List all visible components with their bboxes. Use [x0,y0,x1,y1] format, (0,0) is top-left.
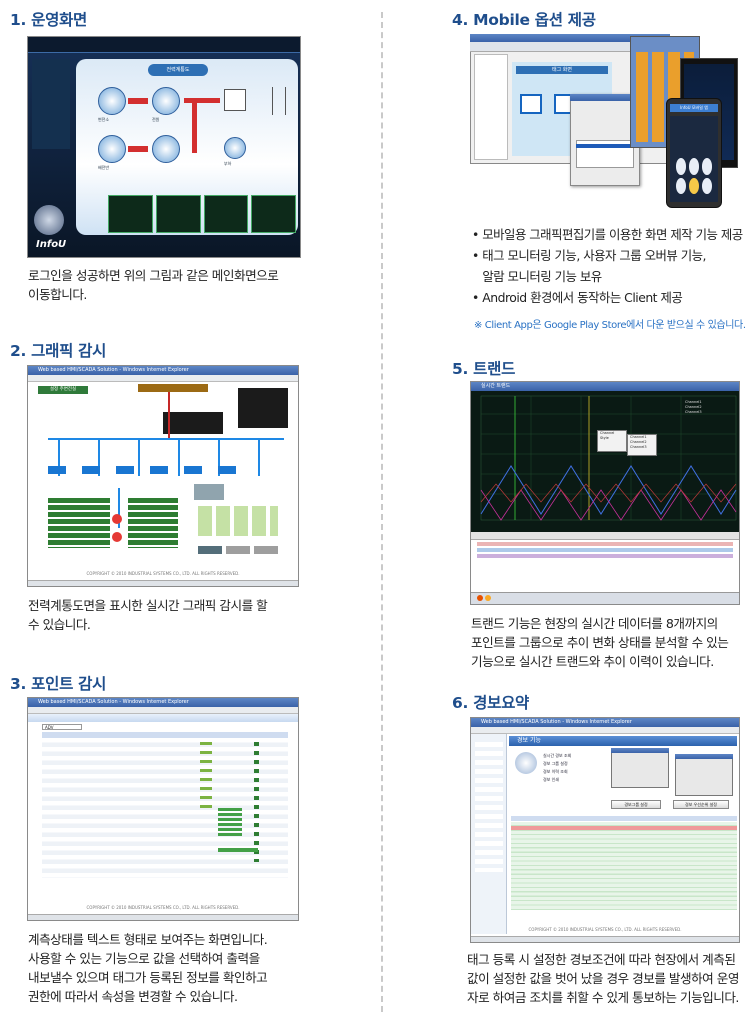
panel-title: 전력계통도 [148,64,208,76]
alarm-group-button[interactable]: 경보그룹 설정 [611,800,661,809]
section-3-description: 계측상태를 텍스트 형태로 보여주는 화면입니다. 사용할 수 있는 기능으로 … [28,930,318,1006]
filter-select[interactable]: ADV [42,724,82,730]
desc-line: 트랜드 기능은 현장의 실시간 데이터를 8개까지의 [471,616,718,631]
menu-item[interactable]: Channel1 [630,435,647,439]
section-1-description: 로그인을 성공하면 위의 그림과 같은 메인화면으로 이동합니다. [28,266,308,304]
screenshot-trend: 실시간 트랜드 Channel1 Channel2 Channel3 Chann… [470,381,740,605]
alarm-option[interactable]: 경보 이력 조회 [543,769,568,774]
alarm-option[interactable]: 경보 그룹 설정 [543,761,568,766]
mobile-window-title: 태그 화면 [516,66,608,74]
section-5-description: 트랜드 기능은 현장의 실시간 데이터를 8개까지의 포인트를 그룹으로 추이 … [471,614,753,671]
column-divider [381,12,383,1012]
window-title: Web based HMI/SCADA Solution - Windows I… [28,366,298,375]
alarm-header: 경보 기능 [509,736,737,746]
menu-item[interactable]: Channel2 [630,440,647,444]
screenshot-mobile: 태그 화면 InfoU 모바일 앱 [470,34,740,208]
section-4-bullets: • 모바일용 그래픽편집기를 이용한 화면 제작 기능 제공 • 태그 모니터링… [472,224,750,308]
graphic-title: 설정 주변전실 [38,386,88,394]
bullet-item: • Android 환경에서 동작하는 Client 제공 [472,290,683,305]
alarm-option[interactable]: 경보 인쇄 [543,777,559,782]
desc-line: 사용할 수 있는 기능으로 값을 선택하여 출력을 [28,951,260,966]
section-1-title: 1. 운영화면 [10,11,88,29]
legend-channel1: Channel1 [685,400,702,404]
label-3: 전원 [152,117,160,122]
desc-line: 전력계통도면을 표시한 실시간 그래픽 감시를 할 [28,598,268,613]
desc-line: 태그 등록 시 설정한 경보조건에 따라 현장에서 계측된 [467,952,736,967]
section-2-description: 전력계통도면을 표시한 실시간 그래픽 감시를 할 수 있습니다. [28,596,308,634]
bullet-item: • 태그 모니터링 기능, 사용자 그룹 오버뷰 기능, [472,248,706,263]
label-4: 부하 [224,161,232,166]
trend-submenu[interactable]: Channel1 Channel2 Channel3 [627,434,657,456]
desc-line: 내보낼수 있으며 태그가 등록된 정보를 확인하고 [28,970,268,985]
copyright: COPYRIGHT © 2010 INDUSTRIAL SYSTEMS CO.,… [528,927,682,932]
mobile-app-title: InfoU 모바일 앱 [670,104,718,112]
legend-channel3: Channel3 [685,410,702,414]
desc-line: 값이 설정한 값을 벗어 났을 경우 경보를 발생하여 운영 [467,971,739,986]
trend-window-title: 실시간 트랜드 [471,382,739,391]
section-6-description: 태그 등록 시 설정한 경보조건에 따라 현장에서 계측된 값이 설정한 값을 … [467,950,753,1007]
trend-context-menu[interactable]: Channel Style [597,430,627,452]
trend-graph [480,395,737,521]
alarm-option[interactable]: 실시간 경보 조회 [543,753,572,758]
menu-item[interactable]: Style [600,436,609,440]
bullet-item: 알람 모니터링 기능 보유 [472,269,602,284]
section-4-title: 4. Mobile 옵션 제공 [452,11,596,29]
desc-line: 계측상태를 텍스트 형태로 보여주는 화면입니다. [28,932,268,947]
window-title: Web based HMI/SCADA Solution - Windows I… [28,698,298,707]
desc-line: 자로 하여금 조치를 취할 수 있게 통보하는 기능입니다. [467,990,739,1005]
label-1: 변전소 [98,117,110,122]
desc-line: 권한에 따라서 속성을 변경할 수 있습니다. [28,989,238,1004]
label-2: 배전반 [98,165,110,170]
desc-line: 포인트를 그룹으로 추이 변화 상태를 분석할 수 있는 [471,635,729,650]
screenshot-alarm-summary: Web based HMI/SCADA Solution - Windows I… [470,717,740,943]
play-store-note: ※ Client App은 Google Play Store에서 다운 받으실… [474,320,746,331]
window-title: Web based HMI/SCADA Solution - Windows I… [471,718,739,727]
copyright: COPYRIGHT © 2010 INDUSTRIAL SYSTEMS CO.,… [86,905,240,910]
bullet-item: • 모바일용 그래픽편집기를 이용한 화면 제작 기능 제공 [472,227,743,242]
alarm-priority-button[interactable]: 경보 우선순위 설정 [673,800,729,809]
desc-line: 수 있습니다. [28,617,91,632]
desc-line: 기능으로 실시간 트랜드와 추이 이력이 있습니다. [471,654,714,669]
legend-channel2: Channel2 [685,405,702,409]
section-6-title: 6. 경보요약 [452,694,530,712]
menu-item[interactable]: Channel3 [630,445,647,449]
screenshot-point-monitor: Web based HMI/SCADA Solution - Windows I… [27,697,299,921]
desc-line: 로그인을 성공하면 위의 그림과 같은 메인화면으로 [28,268,279,283]
section-3-title: 3. 포인트 감시 [10,675,107,693]
screenshot-main-screen: 전력계통도 변전소 배전반 전원 부하 InfoU [27,36,301,258]
copyright: COPYRIGHT © 2010 INDUSTRIAL SYSTEMS CO.,… [86,571,240,576]
screenshot-graphic-monitor: Web based HMI/SCADA Solution - Windows I… [27,365,299,587]
menu-item[interactable]: Channel [600,431,615,435]
desc-line: 이동합니다. [28,287,87,302]
infou-logo: InfoU [36,239,67,250]
section-5-title: 5. 트랜드 [452,360,516,378]
section-2-title: 2. 그래픽 감시 [10,342,107,360]
